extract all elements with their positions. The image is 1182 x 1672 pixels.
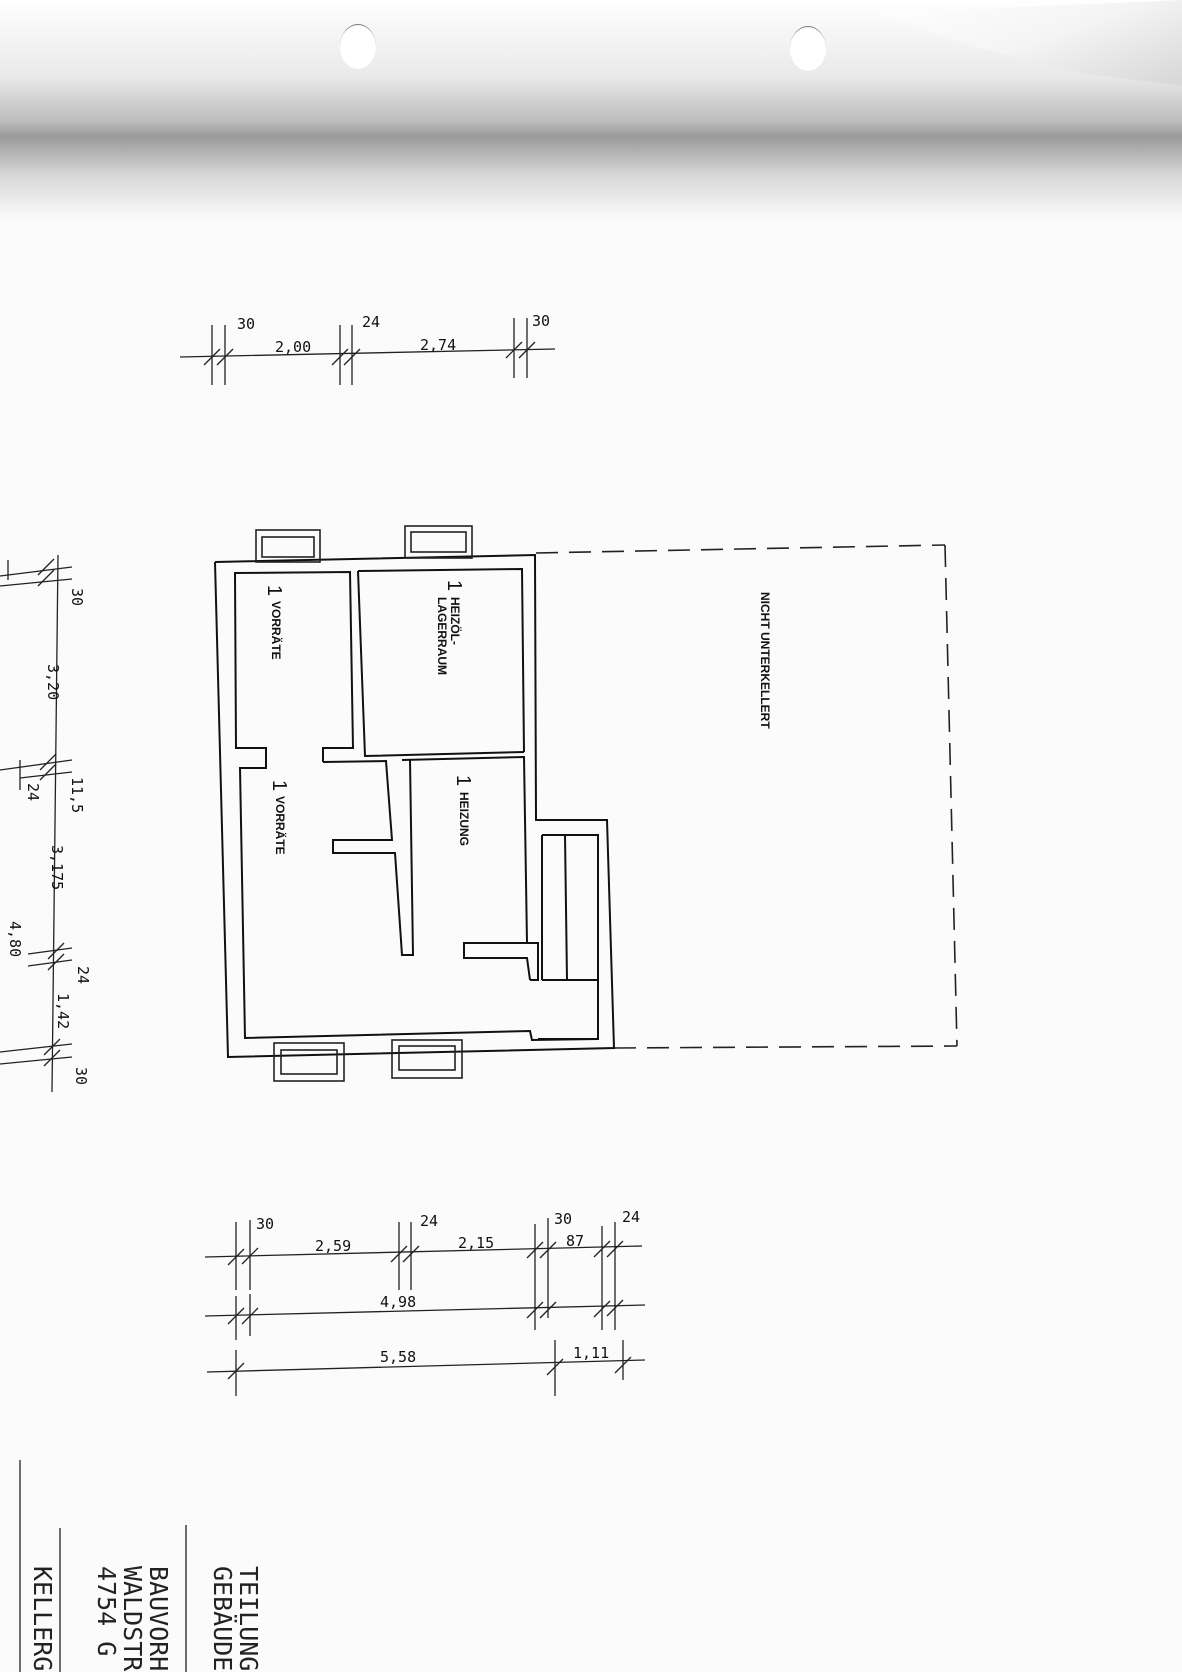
punch-hole (340, 24, 376, 69)
title-line-plz: 4754 G (92, 1566, 121, 1656)
dim-bottom-87: 87 (566, 1232, 584, 1250)
window-vorraete-bottom (273, 1042, 345, 1082)
dim-left-3-20: 3,20 (44, 664, 62, 700)
dim-top-24: 24 (362, 313, 380, 331)
room-label-nicht-unterkellert: NICHT UNTERKELLERT (758, 592, 772, 729)
window-vorraete-bottom-inner (280, 1049, 338, 1075)
dashed-outline-nicht-unterkellert (535, 544, 958, 1049)
title-line-bauvorhaben: BAUVORH (144, 1566, 173, 1671)
window-heizung-inner (398, 1045, 456, 1071)
bottom-dimension-chains: 30 2,59 24 2,15 30 87 24 4,98 5,58 1,11 (204, 1208, 646, 1396)
dim-bottom-30b: 30 (554, 1210, 572, 1228)
dim-top-30a: 30 (237, 315, 255, 333)
dim-bottom-1-11: 1,11 (573, 1344, 609, 1362)
title-line-gebaeude: GEBÄUDE (208, 1566, 237, 1671)
dim-left-11-5: 11,5 (68, 777, 86, 813)
room-label-heizoel-line2: LAGERRAUM (435, 597, 449, 675)
dim-bottom-24a: 24 (420, 1212, 438, 1230)
dim-left-4-80: 4,80 (6, 921, 24, 957)
dim-left-24a: 24 (24, 783, 42, 801)
dim-top-2-74: 2,74 (420, 336, 456, 354)
title-block: TEILUNG GEBÄUDE BAUVORH WALDSTR 4754 G K… (19, 1460, 263, 1672)
left-dimension-chain: 30 3,20 11,5 24 3,175 24 1,42 30 4,80 (0, 554, 92, 1093)
dim-left-1-42: 1,42 (54, 993, 72, 1029)
dim-left-30a: 30 (68, 588, 86, 606)
dim-bottom-2-15: 2,15 (458, 1234, 494, 1252)
dim-top-30b: 30 (532, 312, 550, 330)
room-label-vorraete-mid: VORRÄTE (273, 796, 288, 855)
room-number-vorraete-mid: 1 (268, 780, 290, 791)
room-labels: 1 VORRÄTE 1 HEIZÖL- LAGERRAUM 1 VORRÄTE … (263, 580, 772, 855)
dim-top-2-00: 2,00 (275, 338, 311, 356)
dim-bottom-24b: 24 (622, 1208, 640, 1226)
room-number-vorraete-top: 1 (263, 585, 285, 596)
title-line-kellergeschoss: KELLERG (28, 1566, 57, 1671)
dim-left-30b: 30 (72, 1067, 90, 1085)
punch-hole (790, 26, 826, 71)
dim-bottom-30a: 30 (256, 1215, 274, 1233)
title-line-waldstrasse: WALDSTR (118, 1566, 147, 1672)
top-dimension-chain: 30 2,00 24 2,74 30 (179, 312, 556, 385)
window-vorraete-top (255, 529, 321, 563)
window-heizung (391, 1039, 463, 1079)
title-line-teilung: TEILUNG (234, 1566, 263, 1671)
dim-bottom-2-59: 2,59 (315, 1237, 351, 1255)
room-number-heizung: 1 (452, 775, 474, 786)
window-heizoel-inner (410, 531, 467, 553)
room-label-heizung: HEIZUNG (457, 792, 471, 846)
dim-left-3-175: 3,175 (48, 845, 66, 890)
room-number-heizoel: 1 (443, 580, 465, 591)
room-label-vorraete-top: VORRÄTE (269, 601, 284, 660)
dim-bottom-5-58: 5,58 (380, 1348, 416, 1366)
room-label-heizoel-line1: HEIZÖL- (448, 597, 463, 645)
window-heizoel (404, 525, 473, 559)
basement-windows (255, 525, 473, 1082)
window-vorraete-top-inner (261, 536, 315, 558)
dim-bottom-4-98: 4,98 (380, 1293, 416, 1311)
dim-left-24b: 24 (74, 966, 92, 984)
building-walls (214, 553, 616, 1059)
